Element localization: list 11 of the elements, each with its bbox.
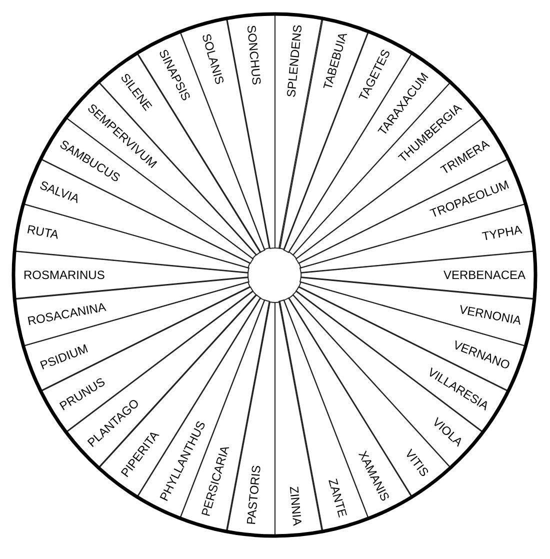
- segment-label: SPLENDENS: [284, 24, 304, 98]
- segment-label: ROSMARINUS: [24, 268, 105, 282]
- segment-label: ZINNIA: [287, 485, 305, 526]
- segment-label: SONCHUS: [244, 24, 264, 86]
- segment-label: TYPHA: [480, 222, 523, 244]
- segment-label: RUTA: [26, 222, 60, 242]
- segment-label: VERNONIA: [458, 302, 522, 328]
- segment-label: ZANTE: [326, 476, 350, 518]
- wheel-segment: [226, 13, 276, 250]
- segment-label: PASTORIS: [244, 464, 264, 526]
- segment-label: VERBENACEA: [443, 268, 526, 282]
